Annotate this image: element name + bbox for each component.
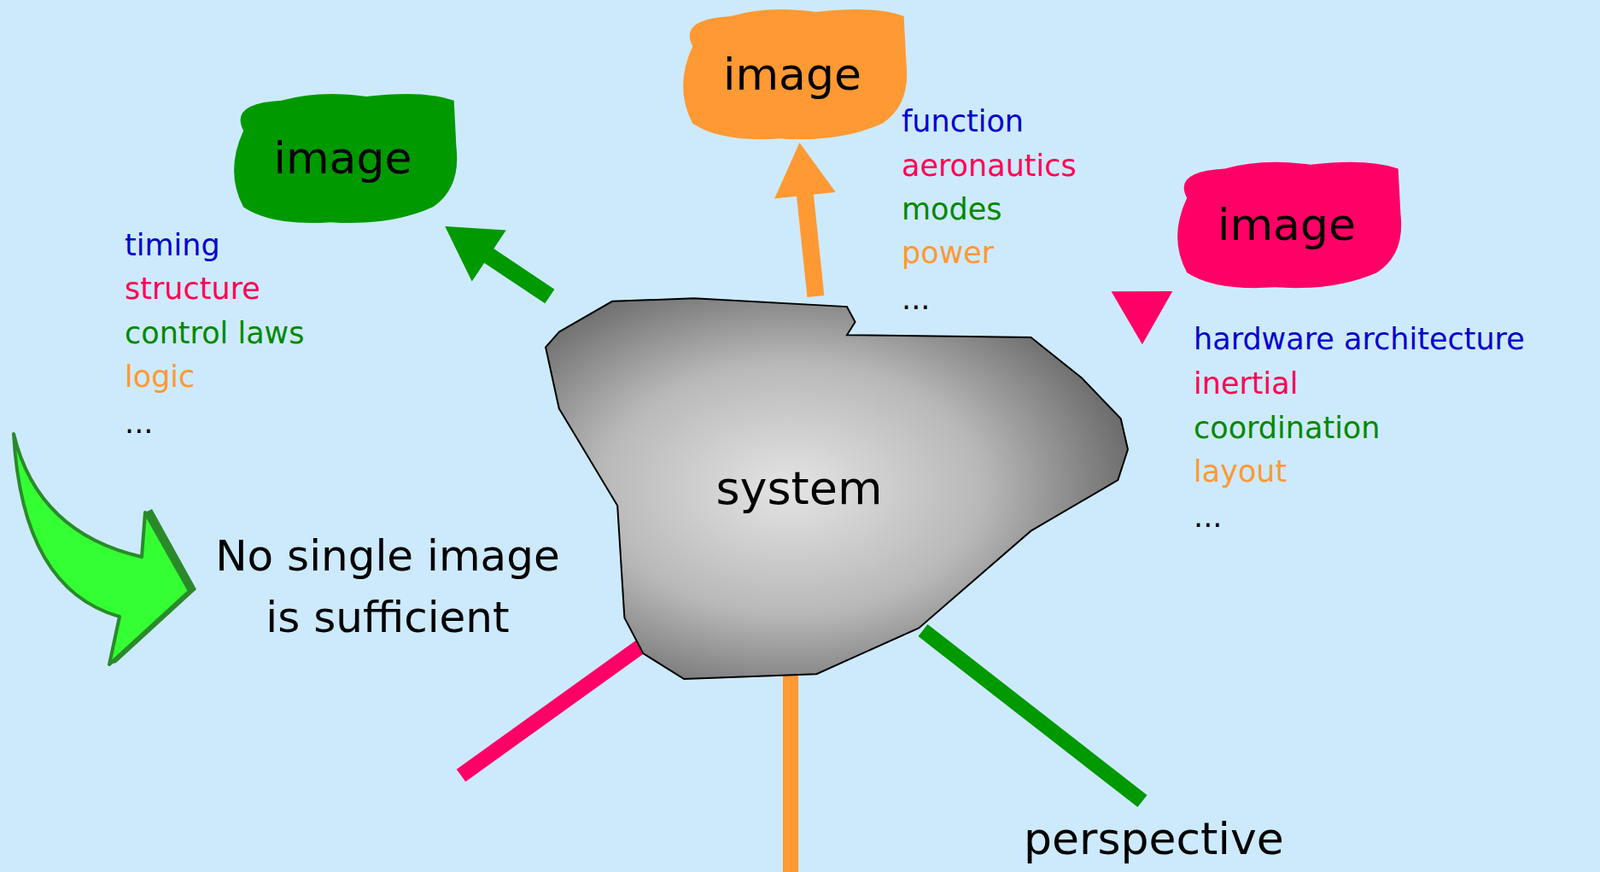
aspect-label: control laws	[124, 315, 304, 351]
pointer-arrow-edge	[109, 508, 197, 665]
pointer-arrow	[13, 433, 190, 665]
arrow-shaft	[805, 193, 817, 297]
node-title: image	[274, 132, 413, 184]
node-title: image	[723, 48, 862, 100]
arrow-head	[444, 226, 507, 281]
aspect-label: power	[901, 234, 994, 271]
aspect-label: aeronautics	[901, 147, 1077, 184]
cloud-shape	[1177, 162, 1402, 288]
perspective-axis	[922, 630, 1143, 801]
aspect-label: timing	[124, 227, 221, 263]
perspective-arrow	[774, 142, 836, 297]
aspect-label: ...	[124, 404, 153, 441]
cloud-shape	[233, 93, 457, 223]
image-cloud: image	[224, 89, 462, 227]
aspect-label: ...	[1193, 498, 1222, 535]
aspect-label: inertial	[1193, 365, 1298, 402]
cloud-shape	[683, 9, 907, 140]
node-title: system	[715, 461, 882, 515]
arrow-head	[1111, 291, 1174, 345]
node-title: image	[1217, 198, 1356, 251]
aspect-label: coordination	[1193, 409, 1380, 446]
aspect-label: function	[901, 103, 1024, 140]
aspect-label: modes	[901, 191, 1003, 228]
arrow-shaft	[487, 254, 550, 297]
arrow-head	[774, 142, 836, 199]
image-cloud: image	[1167, 157, 1406, 292]
perspective-arrow	[1111, 291, 1174, 345]
system-blob: system	[543, 296, 1128, 679]
note: No single image is sufficient	[204, 525, 572, 649]
aspect-label: logic	[124, 358, 195, 395]
image-cloud: image	[673, 5, 911, 143]
aspect-label: ...	[901, 280, 930, 317]
aspect-label: hardware architecture	[1193, 321, 1525, 357]
blob-shape	[545, 297, 1128, 679]
aspect-label: layout	[1193, 453, 1287, 490]
aspect-label: structure	[124, 270, 261, 307]
perspective-arrow	[444, 226, 550, 297]
axis-label: perspective	[1023, 811, 1285, 865]
perspective-axis	[461, 644, 643, 776]
perspective-axis	[782, 674, 799, 872]
